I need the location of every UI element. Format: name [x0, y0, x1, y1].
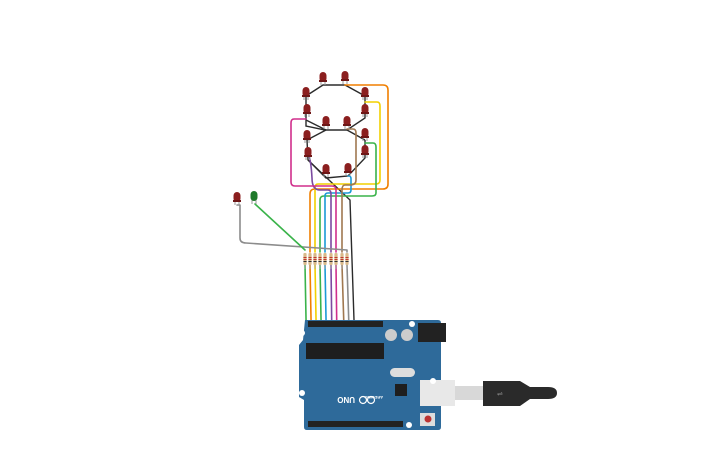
analog-power-header[interactable] — [308, 421, 403, 427]
arduino-uno-board[interactable]: UNO ARDUINO — [299, 320, 455, 430]
resistor[interactable] — [317, 252, 323, 270]
resistor-bank[interactable] — [302, 252, 350, 270]
resistor[interactable] — [322, 252, 328, 270]
resistor[interactable] — [302, 252, 308, 270]
digital-header[interactable] — [308, 321, 383, 327]
indicator-leds[interactable] — [232, 191, 258, 206]
wire-magenta[interactable] — [290, 118, 337, 253]
led[interactable] — [340, 70, 350, 85]
led[interactable] — [342, 115, 352, 130]
usb-icon: ⇌ — [497, 391, 503, 398]
resistor[interactable] — [333, 252, 339, 270]
led[interactable] — [302, 103, 312, 118]
wire-blue[interactable] — [324, 175, 352, 253]
resistor[interactable] — [312, 252, 318, 270]
arduino-infinity-logo — [358, 395, 376, 405]
resistor[interactable] — [307, 252, 313, 270]
wire-gray-led[interactable] — [236, 204, 348, 253]
usb-cable[interactable]: ⇌ — [455, 381, 557, 406]
power-jack — [418, 323, 446, 342]
atmega-chip — [306, 343, 384, 359]
wire-brown[interactable] — [341, 128, 357, 253]
uno-logo-text: UNO — [337, 395, 355, 404]
led-display[interactable] — [301, 70, 370, 178]
led[interactable] — [321, 115, 331, 130]
wire-orange[interactable] — [309, 84, 389, 253]
resistor[interactable] — [328, 252, 334, 270]
led[interactable] — [318, 71, 328, 86]
wire-green-led[interactable] — [254, 203, 306, 251]
wire-purple[interactable] — [307, 151, 332, 253]
led-red[interactable] — [232, 191, 242, 206]
wire-yellow[interactable] — [314, 101, 381, 253]
resistor[interactable] — [344, 252, 350, 270]
resistor[interactable] — [339, 252, 345, 270]
usb-port — [420, 380, 455, 406]
wire-green[interactable] — [319, 142, 377, 253]
led-green — [250, 191, 258, 204]
